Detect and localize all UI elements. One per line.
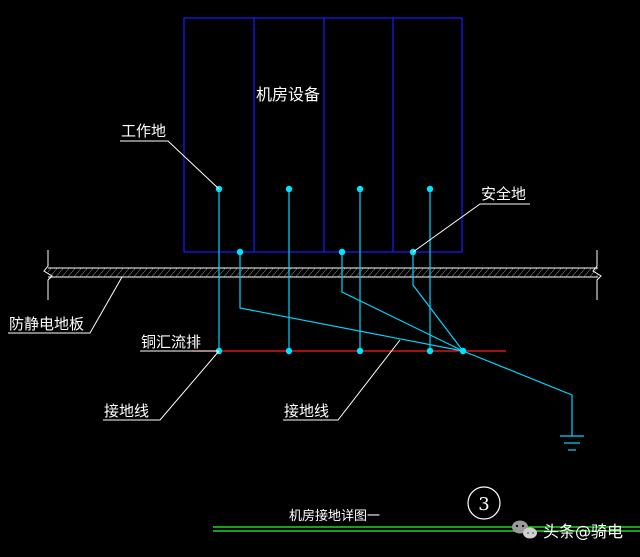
safety-ground-node-2	[338, 248, 346, 256]
antistatic-floor	[43, 250, 602, 300]
work-ground-node-2	[285, 185, 293, 193]
main-ground-conductor	[462, 350, 573, 436]
ground-wire-right-label: 接地线	[284, 402, 329, 420]
ground-wire-right-leader	[283, 339, 401, 421]
floor-break-left	[43, 250, 53, 300]
equipment-label: 机房设备	[256, 85, 320, 104]
busbar-node-4	[426, 347, 434, 355]
floor-break-right	[592, 250, 602, 300]
antistatic-floor-leader	[8, 276, 123, 334]
ground-wire-left-leader	[103, 350, 220, 421]
floor-hatch	[48, 268, 598, 277]
leader-lines	[8, 140, 530, 421]
safety-ground-conductor-1	[239, 252, 464, 352]
safety-ground-conductor-2	[341, 252, 464, 352]
busbar-node-2	[285, 347, 293, 355]
work-ground-node-4	[426, 185, 434, 193]
work-ground-label: 工作地	[121, 122, 166, 140]
safety-ground-label: 安全地	[481, 185, 526, 203]
earth-ground-icon	[560, 435, 584, 451]
safety-ground-node-1	[236, 248, 244, 256]
equipment-cabinet	[183, 17, 463, 253]
safety-ground-conductor-3	[412, 252, 464, 352]
safety-ground-leader	[412, 203, 530, 253]
watermark: 头条@骑电	[512, 520, 623, 541]
wechat-icon	[512, 520, 537, 539]
detail-number-circle	[467, 486, 501, 520]
work-ground-node-3	[356, 185, 364, 193]
connection-nodes	[215, 185, 467, 355]
work-ground-conductors	[218, 189, 431, 351]
detail-number: 3	[478, 494, 489, 515]
common-ground-node	[459, 347, 467, 355]
busbar-node-3	[356, 347, 364, 355]
ground-wire-left-label: 接地线	[104, 402, 149, 420]
watermark-text: 头条@骑电	[543, 522, 623, 541]
work-ground-leader	[120, 140, 220, 190]
antistatic-floor-label: 防静电地板	[9, 315, 84, 333]
copper-busbar-label: 铜汇流排	[141, 333, 201, 351]
safety-ground-conductors	[239, 252, 573, 436]
drawing-title: 机房接地详图一	[289, 508, 380, 524]
equipment-frame	[183, 17, 463, 253]
